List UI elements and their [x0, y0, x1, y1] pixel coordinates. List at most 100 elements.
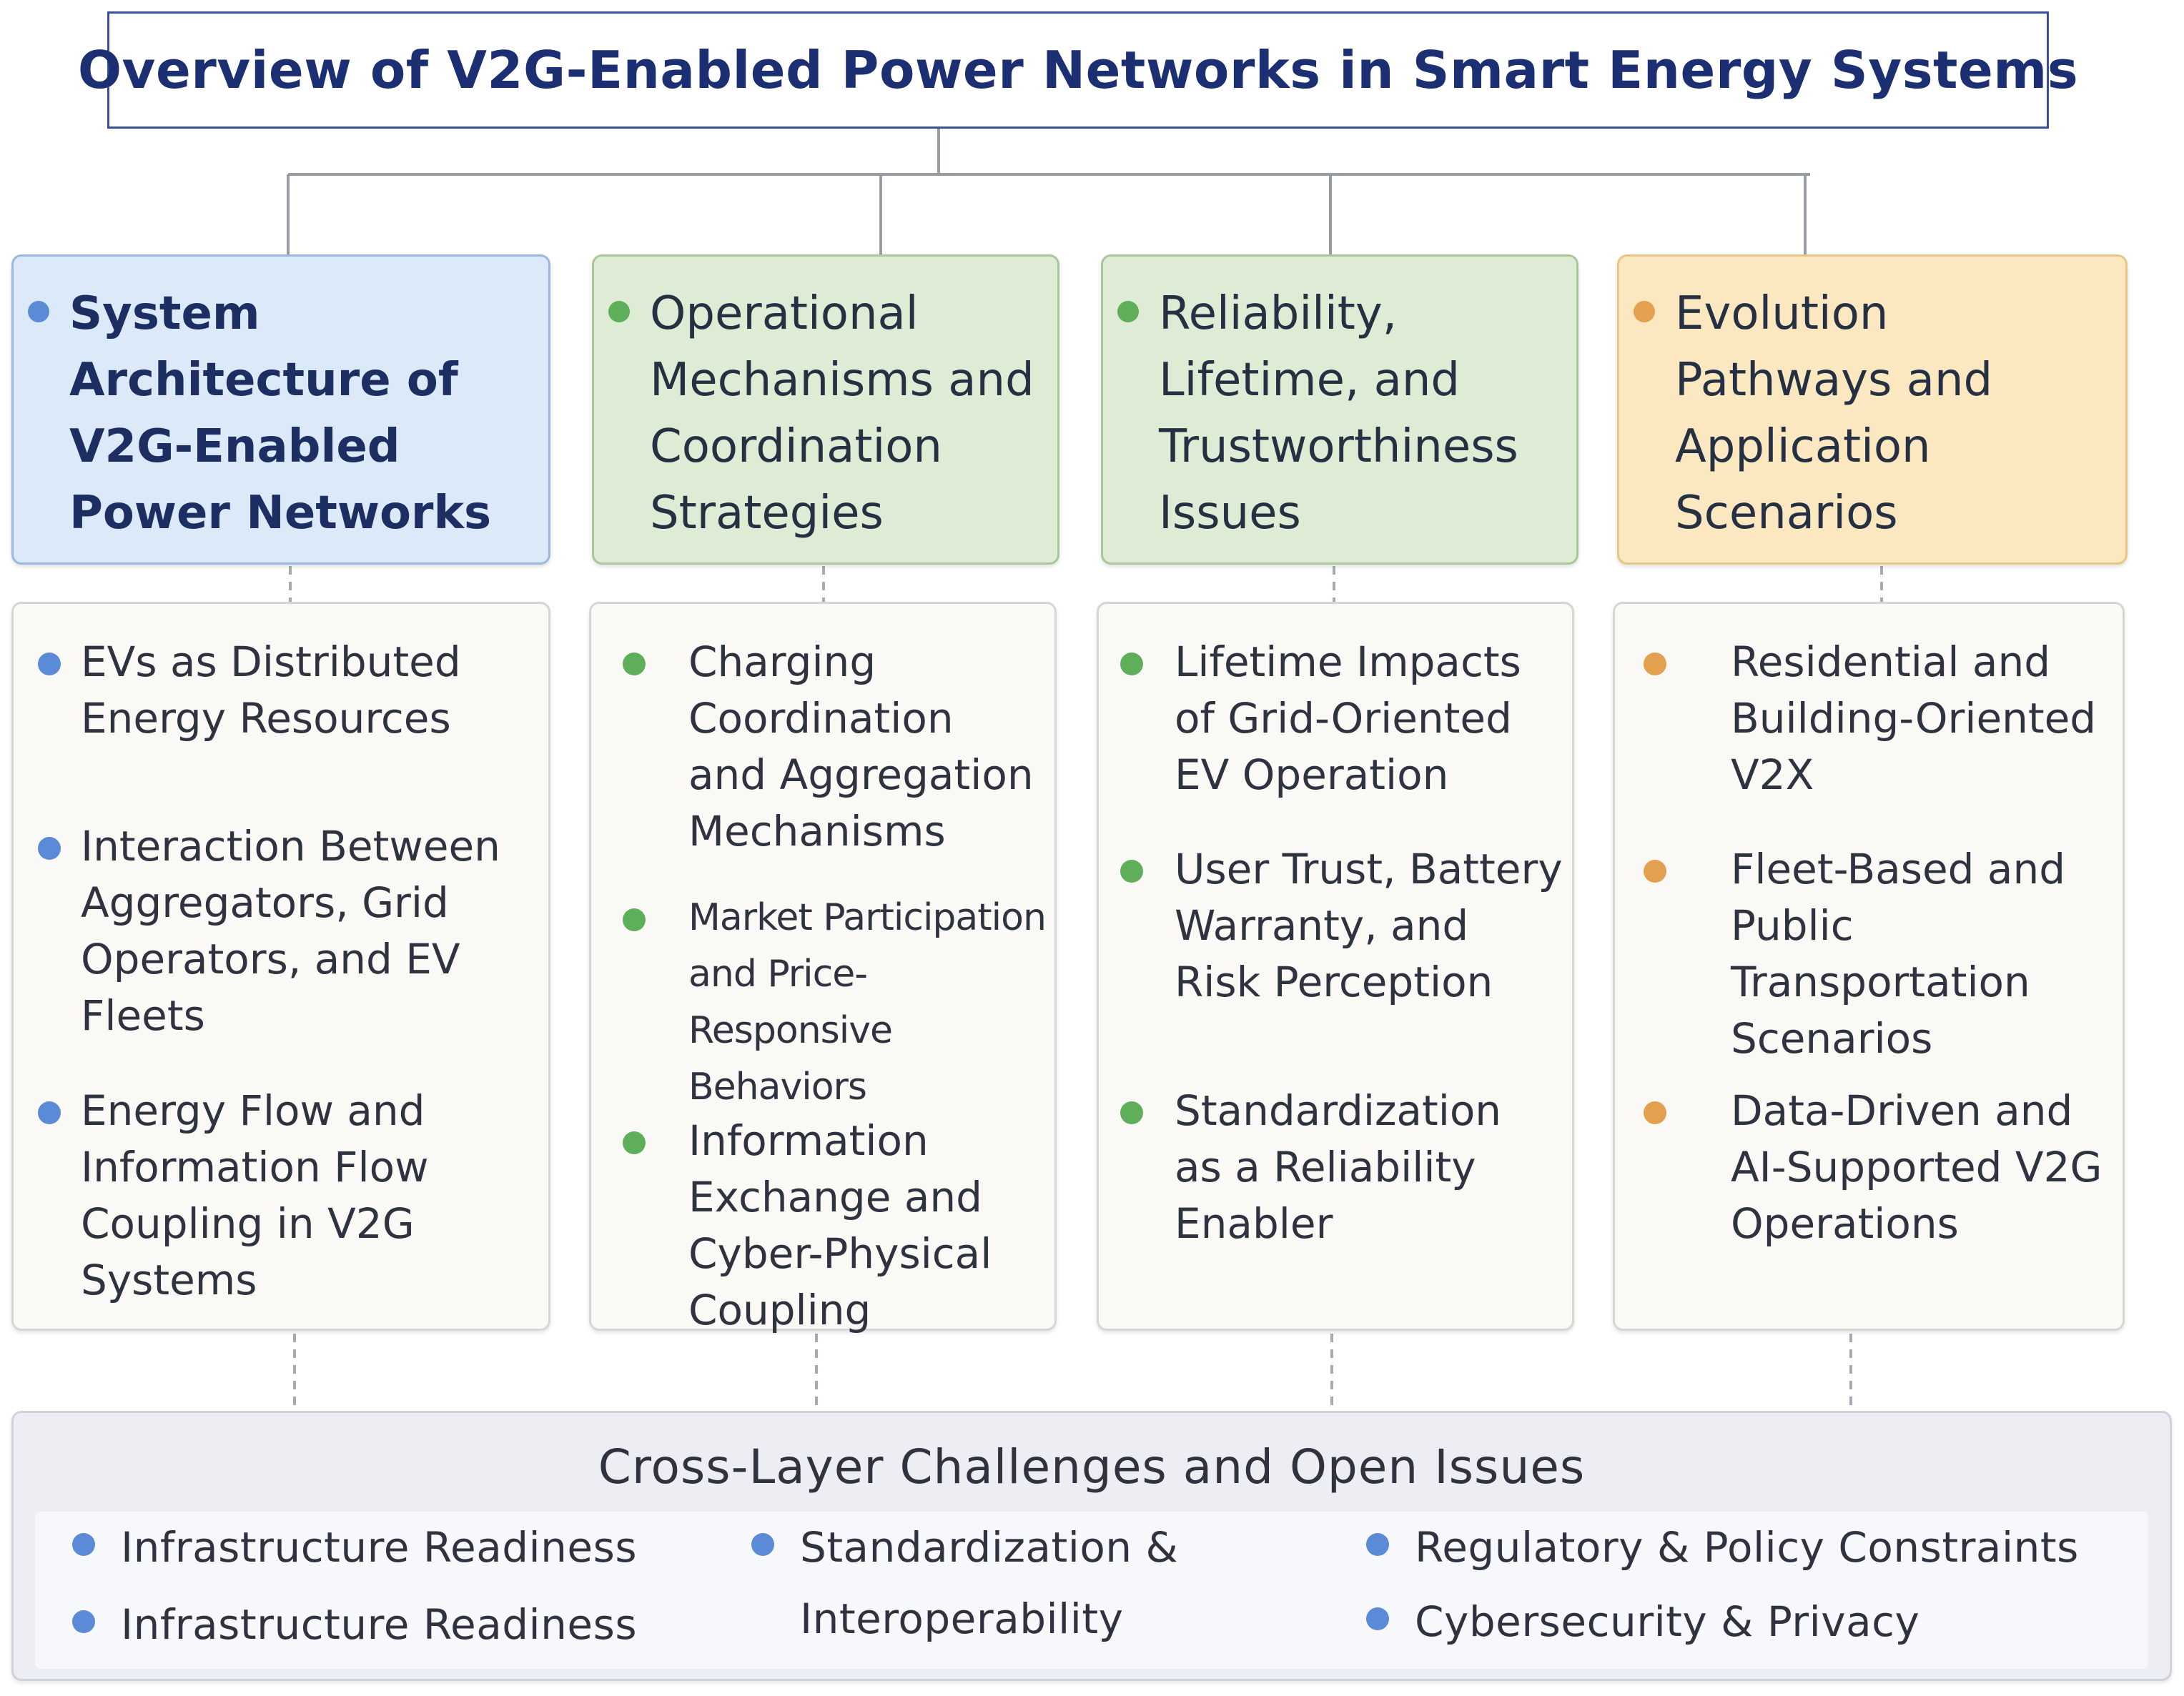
category-title-line: Operational [650, 287, 919, 340]
challenge-item-text: Standardization & Interoperability [800, 1512, 1178, 1655]
list-item-text-line: Public [1731, 901, 1854, 950]
challenge-item-text-line: Regulatory & Policy Constraints [1415, 1523, 2079, 1572]
challenge-item: Infrastructure Readiness [72, 1512, 637, 1583]
list-item-text-line: Coordination [688, 694, 954, 743]
challenge-item: Regulatory & Policy Constraints [1366, 1512, 2079, 1583]
challenge-item: Standardization & Interoperability [751, 1512, 1178, 1655]
bullet-dot-icon [1366, 1607, 1389, 1630]
category-title-line: Application [1675, 420, 1931, 473]
list-item-text-line: Mechanisms [688, 807, 946, 856]
bullet-dot-icon [1644, 1101, 1666, 1124]
category-title-line: Issues [1159, 487, 1301, 540]
list-item-text-line: Transportation [1731, 958, 2030, 1006]
bullet-dot-icon [623, 653, 646, 675]
bullet-dot-icon [1366, 1533, 1389, 1556]
bullet-dot-icon [608, 301, 630, 322]
list-item-text-line: Fleet-Based and [1731, 845, 2066, 893]
list-item-text-line: Scenarios [1731, 1014, 1933, 1063]
challenge-item: Infrastructure Readiness [72, 1589, 637, 1660]
challenge-item-text-line: Interoperability [800, 1595, 1124, 1643]
bullet-dot-icon [1117, 301, 1139, 322]
list-item-text-line: of Grid-Oriented [1175, 694, 1512, 743]
bullet-dot-icon [38, 653, 61, 675]
bullet-dot-icon [1634, 301, 1655, 322]
list-item-text-line: Behaviors [688, 1066, 867, 1109]
bullet-dot-icon [1644, 653, 1666, 675]
category-title-line: Scenarios [1675, 487, 1898, 540]
list-item-text-line: Data-Driven and [1731, 1086, 2073, 1135]
category-title-line: Pathways and [1675, 354, 1993, 407]
list-item-text-line: as a Reliability [1175, 1143, 1476, 1191]
list-item-text-line: Cyber-Physical [688, 1229, 992, 1278]
challenge-item-text-line: Infrastructure Readiness [121, 1600, 638, 1649]
list-item-text-line: Aggregators, Grid [81, 878, 449, 927]
title-box: Overview of V2G-Enabled Power Networks i… [78, 11, 2078, 129]
list-item-text-line: AI-Supported V2G [1731, 1143, 2103, 1191]
list-item-text-line: Standardization [1175, 1086, 1502, 1135]
list-item-text-line: Energy Flow and [81, 1086, 425, 1135]
list-item-text-line: Coupling in V2G [81, 1199, 415, 1248]
challenge-item-text-line: Standardization & [800, 1523, 1179, 1572]
list-item-text-line: and Price-Responsive [688, 953, 893, 1052]
category-title-line: Lifetime, and [1159, 354, 1461, 407]
challenge-item: Cybersecurity & Privacy [1366, 1586, 1919, 1657]
challenge-item-text: Infrastructure Readiness [121, 1589, 637, 1660]
bullet-dot-icon [72, 1533, 95, 1556]
bullet-dot-icon [38, 1101, 61, 1124]
bullet-dot-icon [623, 908, 646, 931]
list-item-text-line: Energy Resources [81, 694, 451, 743]
list-item-text-line: Exchange and [688, 1173, 982, 1221]
list-item-text: Market Participation and Price-Responsive… [688, 890, 1054, 1116]
list-item-text-line: Building-Oriented [1731, 694, 2097, 743]
list-item: Market Participation and Price-Responsive… [591, 890, 1054, 1116]
list-item-text-line: Market Participation [688, 896, 1047, 939]
list-item-text-line: EVs as Distributed [81, 638, 461, 686]
challenge-item-text: Cybersecurity & Privacy [1415, 1586, 1919, 1657]
challenge-item-text: Infrastructure Readiness [121, 1512, 637, 1583]
list-item-text-line: Information [688, 1116, 929, 1165]
bullet-dot-icon [1120, 860, 1143, 883]
list-item-text-line: Coupling [688, 1286, 871, 1334]
challenges-title: Cross-Layer Challenges and Open Issues [598, 1439, 1586, 1494]
list-item-text-line: Enabler [1175, 1199, 1333, 1248]
bullet-dot-icon [1120, 653, 1143, 675]
category-title-line: Reliability, [1159, 287, 1398, 340]
bullet-dot-icon [72, 1610, 95, 1633]
category-title-line: Mechanisms and [650, 354, 1034, 407]
list-item-text-line: and Aggregation [688, 750, 1034, 799]
bullet-dot-icon [1644, 860, 1666, 883]
list-item-text-line: Warranty, and [1175, 901, 1469, 950]
category-title-line: Strategies [650, 487, 884, 540]
category-title-line: Coordination [650, 420, 942, 473]
